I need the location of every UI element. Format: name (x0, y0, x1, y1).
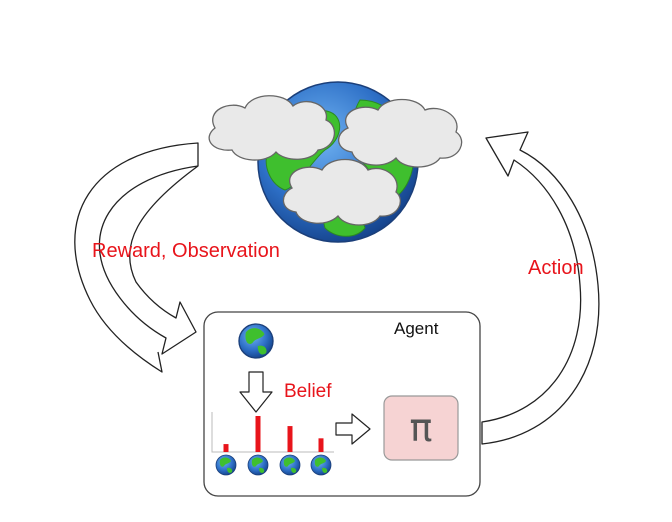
state-globe-icon (215, 454, 237, 476)
cloud-icon (338, 98, 463, 168)
belief-label: Belief (284, 381, 332, 402)
belief-bars (223, 416, 324, 452)
action-arrow (481, 131, 600, 445)
belief-bar (287, 426, 293, 452)
observation-arrow (74, 142, 199, 373)
belief-bar (318, 438, 324, 452)
policy-box (383, 395, 459, 461)
cloud-icon (282, 158, 401, 226)
state-globe-icon (279, 454, 301, 476)
reward-observation-label: Reward, Observation (92, 240, 280, 262)
state-globe-icon (310, 454, 332, 476)
right-arrow-icon (335, 413, 371, 445)
state-globe-icon (247, 454, 269, 476)
agent-label: Agent (394, 319, 439, 338)
policy-label: π (409, 406, 433, 450)
belief-bar (223, 444, 229, 452)
belief-axes (211, 412, 334, 453)
action-label: Action (528, 257, 584, 279)
cloud-icon (208, 95, 336, 161)
small-globe-icon (238, 323, 274, 359)
belief-bar (255, 416, 261, 452)
down-arrow-icon (239, 371, 273, 413)
